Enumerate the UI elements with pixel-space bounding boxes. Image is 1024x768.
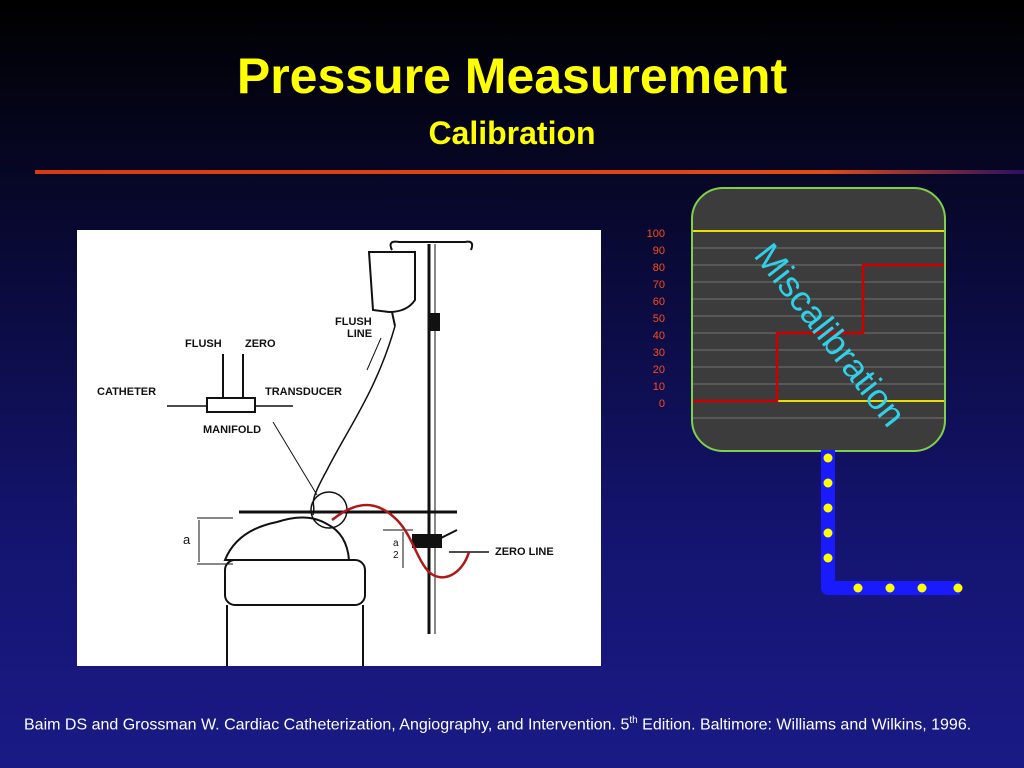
citation-part-1: Baim DS and Grossman W. Cardiac Catheter… (24, 716, 630, 734)
citation-superscript: th (629, 715, 638, 726)
scale-tick: 20 (652, 364, 665, 376)
cable-dot (953, 583, 963, 593)
manifold-pointer (272, 421, 318, 496)
pole-clamp (428, 313, 440, 331)
manifold-body (206, 397, 256, 413)
pressure-monitor (691, 187, 946, 452)
title-divider (35, 170, 1024, 174)
flush-line-pointer (366, 337, 382, 371)
pressure-tubing (331, 503, 471, 579)
label-height-a: a (183, 532, 191, 547)
cable-dot (823, 503, 833, 513)
scale-tick: 80 (652, 262, 665, 274)
label-zero-line: ZERO LINE (495, 546, 554, 558)
label-half-a-num: a (393, 538, 399, 549)
cable-dot (853, 583, 863, 593)
scale-tick: 50 (652, 313, 665, 325)
transducer-mount (412, 534, 442, 548)
monitor-trace (693, 230, 944, 419)
cable-dot (885, 583, 895, 593)
scale-tick: 10 (652, 381, 665, 393)
monitor-cable (821, 450, 963, 595)
cable-dot (823, 478, 833, 488)
scale-tick: 60 (652, 296, 665, 308)
pressure-step-trace (693, 263, 944, 403)
label-zero: ZERO (245, 338, 276, 350)
scale-tick: 0 (658, 398, 665, 410)
heart-level-circle (310, 491, 348, 529)
scale-tick: 90 (652, 245, 665, 257)
label-catheter: CATHETER (97, 386, 157, 398)
mount-arm (440, 529, 458, 539)
label-flush-line-1: FLUSH (335, 316, 372, 328)
cable-dot (917, 583, 927, 593)
label-manifold: MANIFOLD (203, 424, 262, 436)
flush-line-tube (312, 325, 396, 516)
cable-body (821, 450, 960, 595)
catheter-setup-illustration: FLUSH ZERO FLUSH LINE CATHETER TRANSDUCE… (77, 230, 601, 666)
scale-tick: 30 (652, 347, 665, 359)
cable-dot (823, 453, 833, 463)
label-flush-line-2: LINE (347, 328, 373, 340)
iv-hook (389, 240, 474, 251)
cable-dot (823, 528, 833, 538)
setup-drawing (167, 240, 489, 666)
scale-tick: 40 (652, 330, 665, 342)
citation-part-2: Edition. Baltimore: Williams and Wilkins… (637, 716, 972, 734)
citation: Baim DS and Grossman W. Cardiac Catheter… (24, 710, 1004, 735)
label-half-a-den: 2 (393, 550, 399, 561)
scale-tick: 70 (652, 279, 665, 291)
patient-outline (223, 516, 351, 561)
slide-title: Pressure Measurement (236, 48, 788, 104)
scale-tick: 100 (646, 228, 665, 240)
label-transducer: TRANSDUCER (265, 386, 342, 398)
bed-base (224, 559, 366, 606)
flush-bag (367, 251, 416, 314)
bag-outlet (391, 311, 396, 327)
label-flush: FLUSH (185, 338, 222, 350)
cable-dot (823, 553, 833, 563)
slide-subtitle: Calibration (428, 115, 596, 151)
